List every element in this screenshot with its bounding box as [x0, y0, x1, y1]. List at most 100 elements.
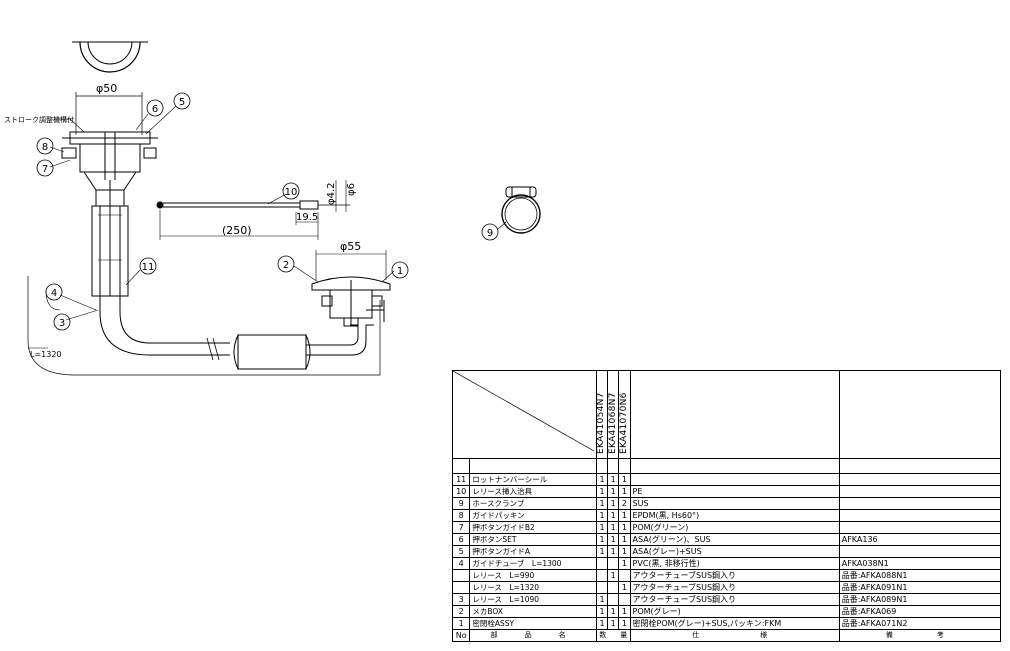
- row-no: 7: [451, 520, 471, 534]
- row-remark: AFKA038N1: [838, 556, 1002, 570]
- row-remark: [838, 520, 1002, 534]
- row-spec: SUS: [629, 496, 840, 510]
- row-qty-1: 1: [595, 472, 609, 486]
- svg-text:1: 1: [397, 266, 403, 277]
- row-qty-2: [607, 592, 620, 606]
- balloon-10: 10: [282, 182, 300, 200]
- dim-phi50: φ50: [96, 82, 117, 95]
- svg-text:10: 10: [285, 187, 298, 198]
- row-part-name: ガイドチューブ L=1300: [469, 556, 597, 570]
- row-qty-3: [618, 568, 631, 582]
- row-qty-1: 1: [595, 508, 609, 522]
- row-spec: アウターチューブSUS鋼入り: [629, 580, 840, 594]
- header-name: 部 品 名: [469, 628, 597, 643]
- balloon-7: 7: [36, 159, 54, 177]
- balloon-8: 8: [36, 137, 54, 155]
- row-qty-2: 1: [607, 508, 620, 522]
- row-qty-1: [595, 568, 609, 582]
- row-remark: 品番:AFKA069: [838, 604, 1002, 618]
- header-no: No: [451, 628, 471, 643]
- row-no: [451, 580, 471, 594]
- row-spec: POM(グレー): [629, 604, 840, 618]
- balloon-3: 3: [53, 313, 71, 331]
- row-no: 3: [451, 592, 471, 606]
- row-qty-3: 1: [618, 616, 631, 630]
- dim-19-5: 19.5: [296, 212, 318, 223]
- row-no: 9: [451, 496, 471, 510]
- row-qty-3: 1: [618, 604, 631, 618]
- hose-sleeve: [237, 334, 307, 370]
- row-remark: 品番:AFKA089N1: [838, 592, 1002, 606]
- row-qty-1: 1: [595, 484, 609, 498]
- row-remark: [838, 496, 1002, 510]
- row-qty-1: [595, 580, 609, 594]
- row-spec: 密閉栓POM(グレー)+SUS,パッキン:FKM: [629, 616, 840, 630]
- row-qty-3: 2: [618, 496, 631, 510]
- outlet-arc-inner: [87, 41, 133, 65]
- stroke-note: ストローク調整機構付: [4, 115, 74, 124]
- model-col-1: EKA41054N7: [595, 369, 609, 460]
- row-qty-3: 1: [618, 508, 631, 522]
- row-remark: [838, 508, 1002, 522]
- row-no: 5: [451, 544, 471, 558]
- row-qty-2: 1: [607, 544, 620, 558]
- dim-phi4-2: φ4.2: [326, 183, 337, 206]
- table-header-models: EKA41054N7 EKA41068N7 EKA41070N6: [452, 369, 1002, 460]
- row-qty-2: 1: [607, 520, 620, 534]
- row-no: 10: [451, 484, 471, 498]
- svg-text:8: 8: [42, 142, 48, 153]
- row-remark: AFKA136: [838, 532, 1002, 546]
- row-part-name: ガイドパッキン: [469, 508, 597, 522]
- row-spec: EPDM(黒, Hs60°): [629, 508, 840, 522]
- row-remark: 品番:AFKA091N1: [838, 580, 1002, 594]
- row-remark: [838, 544, 1002, 558]
- row-qty-3: 1: [618, 520, 631, 534]
- dim-phi6: φ6: [346, 183, 357, 196]
- balloon-2: 2: [277, 255, 295, 273]
- row-part-name: 押ボタンガイドB2: [469, 520, 597, 534]
- dim-250: (250): [222, 224, 252, 237]
- balloon-4: 4: [45, 283, 63, 301]
- row-remark: [838, 472, 1002, 486]
- row-remark: 品番:AFKA071N2: [838, 616, 1002, 630]
- row-part-name: レリース挿入治具: [469, 484, 597, 498]
- model-col-2: EKA41068N7: [607, 369, 620, 460]
- row-qty-2: 1: [607, 532, 620, 546]
- row-qty-3: 1: [618, 532, 631, 546]
- row-spec: ASA(グレー)+SUS: [629, 544, 840, 558]
- row-spec: PVC(黒, 非移行性): [629, 556, 840, 570]
- svg-text:9: 9: [487, 228, 493, 239]
- row-remark: 品番:AFKA088N1: [838, 568, 1002, 582]
- svg-text:11: 11: [142, 262, 155, 273]
- row-qty-2: 1: [607, 484, 620, 498]
- outlet-arc: [79, 41, 141, 73]
- row-qty-3: 1: [618, 472, 631, 486]
- row-qty-2: [607, 556, 620, 570]
- hose-clamp: [501, 194, 541, 234]
- row-no: 8: [451, 508, 471, 522]
- row-qty-1: [595, 556, 609, 570]
- row-spec: [629, 472, 840, 486]
- dim-l1320: L=1320: [30, 350, 62, 359]
- model-col-3: EKA41070N6: [618, 369, 631, 460]
- row-qty-3: 1: [618, 580, 631, 594]
- balloon-5: 5: [173, 92, 191, 110]
- diagonal-line: [453, 371, 594, 451]
- row-spec: POM(グリーン): [629, 520, 840, 534]
- header-qty: 数 量: [595, 628, 631, 643]
- dim-phi55: φ55: [340, 240, 361, 253]
- row-qty-3: 1: [618, 484, 631, 498]
- balloon-9: 9: [481, 223, 499, 241]
- row-qty-1: 1: [595, 496, 609, 510]
- svg-text:2: 2: [283, 260, 289, 271]
- row-qty-1: 1: [595, 520, 609, 534]
- row-spec: ASA(グリーン)、SUS: [629, 532, 840, 546]
